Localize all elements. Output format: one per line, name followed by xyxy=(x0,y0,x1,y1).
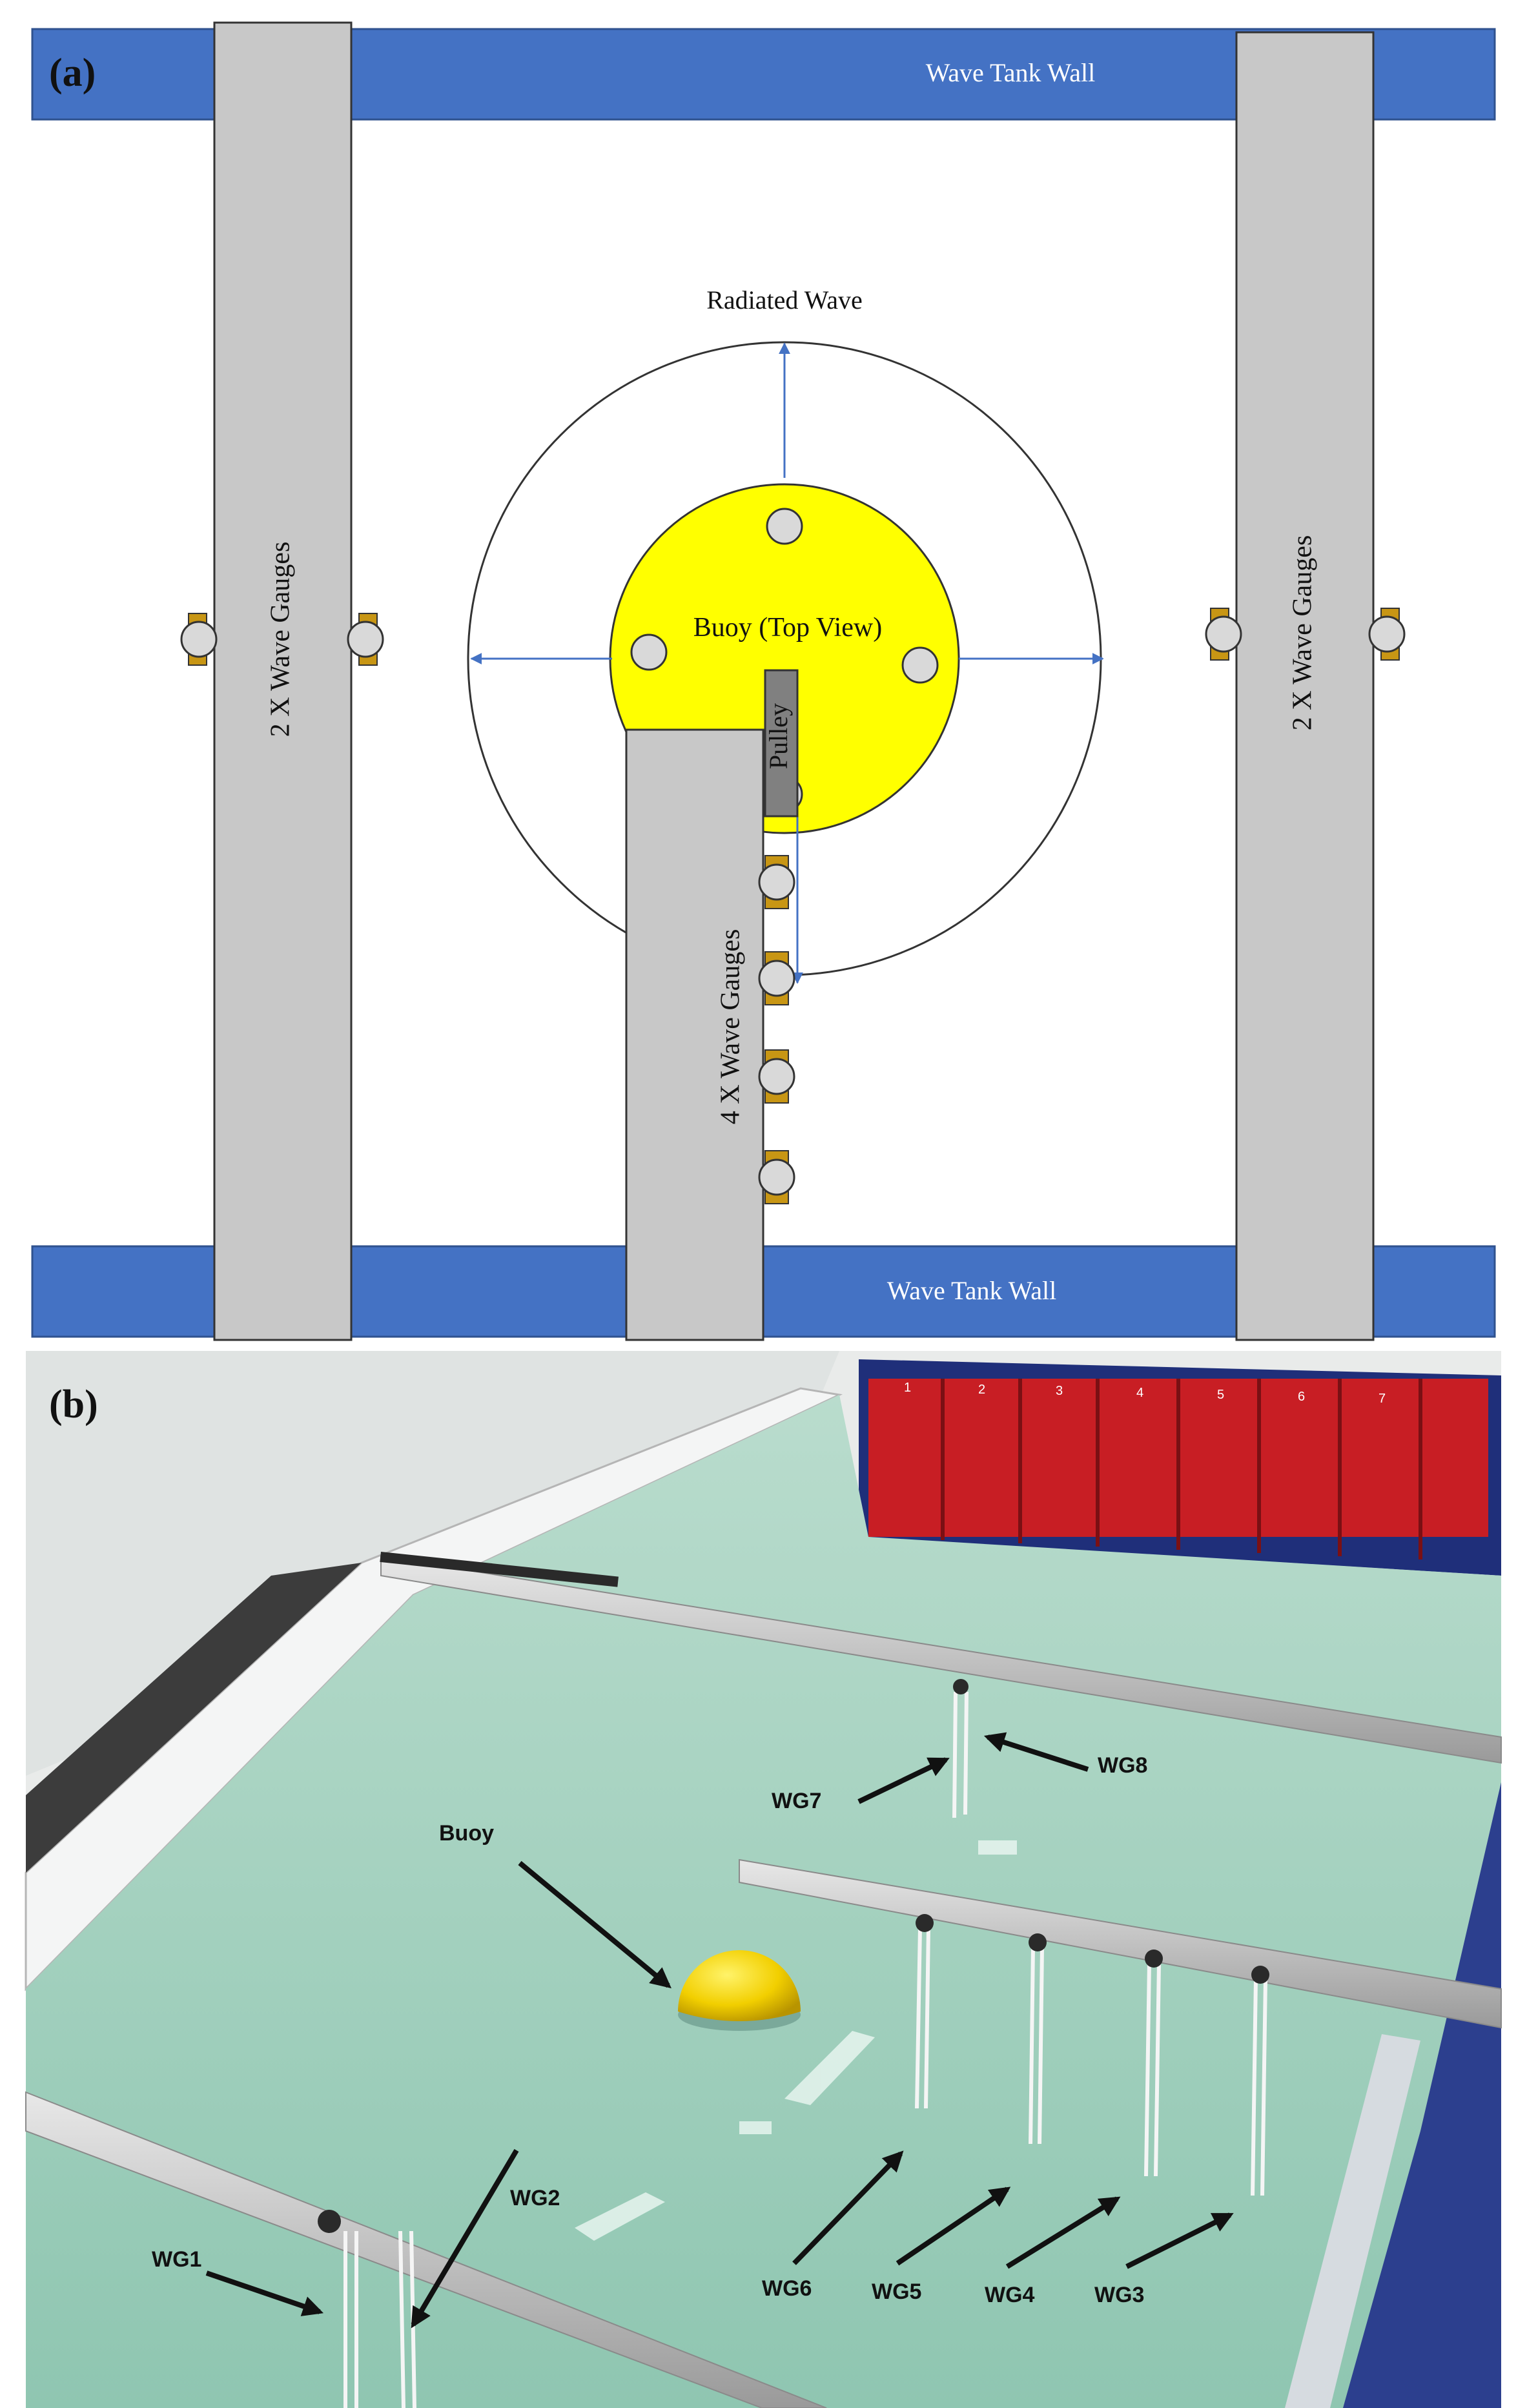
center-bar-gauges xyxy=(758,855,795,1204)
bottom-wall-label: Wave Tank Wall xyxy=(887,1276,1057,1305)
buoy-label: Buoy (Top View) xyxy=(693,613,882,643)
left-gauge-bar: 2 X Wave Gauges xyxy=(180,21,384,1341)
wg2-annotation: WG2 xyxy=(510,2186,560,2210)
wg3-annotation: WG3 xyxy=(1094,2283,1144,2307)
left-bar-gauges xyxy=(180,613,384,666)
paddle-number: 6 xyxy=(1298,1390,1305,1404)
wg6-annotation: WG6 xyxy=(762,2276,812,2301)
right-gauge-bar: 2 X Wave Gauges xyxy=(1205,31,1406,1341)
wave-gauge-mounts xyxy=(318,1679,1269,2233)
top-wall-label: Wave Tank Wall xyxy=(926,58,1096,87)
paddle-number: 3 xyxy=(1056,1384,1063,1398)
wave-gauge-probes xyxy=(343,1691,1267,2408)
wg1-annotation: WG1 xyxy=(152,2247,201,2272)
right-bar-label: 2 X Wave Gauges xyxy=(1288,535,1318,731)
buoy-mount-points xyxy=(630,508,939,684)
radiated-wave-arrows xyxy=(470,342,1104,984)
left-bar-label: 2 X Wave Gauges xyxy=(266,542,296,737)
wavemaker: 1 2 3 4 5 6 7 xyxy=(859,1359,1501,1576)
panel-a-diagram: Wave Tank Wall Wave Tank Wall Radiated W… xyxy=(31,21,1496,1341)
center-gauge-bar: 4 X Wave Gauges xyxy=(625,728,795,1341)
buoy-annotation: Buoy xyxy=(439,1821,494,1846)
pulley: Pulley xyxy=(764,669,803,818)
radiated-wave-label: Radiated Wave xyxy=(706,285,863,314)
paddle-number: 4 xyxy=(1136,1386,1143,1400)
paddle-number: 5 xyxy=(1217,1388,1224,1402)
paddle-number: 1 xyxy=(904,1381,911,1395)
buoy-photo xyxy=(678,1950,801,2031)
pulley-label: Pulley xyxy=(764,703,793,769)
panel-b-photo: 1 2 3 4 5 6 7 xyxy=(25,1351,1502,2408)
annotation-arrows xyxy=(205,1732,1234,2329)
right-bar-gauges xyxy=(1205,608,1406,661)
gauge-rails xyxy=(25,1552,1502,2408)
wg5-annotation: WG5 xyxy=(872,2279,921,2304)
wg7-annotation: WG7 xyxy=(772,1789,821,1813)
panel-a-label: (a) xyxy=(49,51,96,95)
paddle-number: 7 xyxy=(1378,1392,1386,1406)
wg8-annotation: WG8 xyxy=(1098,1753,1147,1778)
center-bar-label: 4 X Wave Gauges xyxy=(716,929,746,1125)
tank-water xyxy=(26,1395,1501,2408)
panel-b-label: (b) xyxy=(49,1383,98,1426)
wg4-annotation: WG4 xyxy=(985,2283,1035,2307)
paddle-number: 2 xyxy=(978,1383,985,1397)
